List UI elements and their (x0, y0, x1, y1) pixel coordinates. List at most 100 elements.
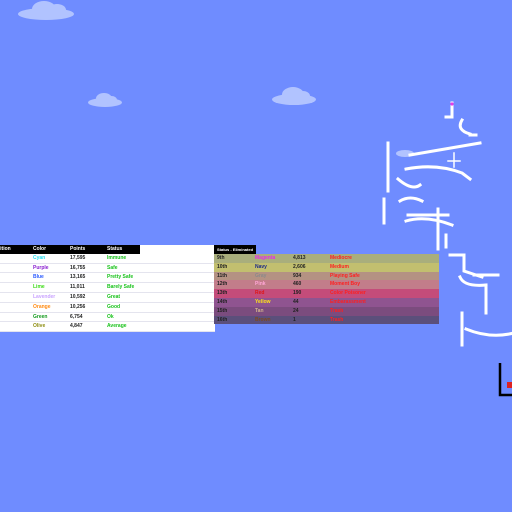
position-cell: 3rd (0, 272, 30, 284)
status-cell: Average (104, 321, 140, 333)
eliminated-row: 13th Red 190 Color Poisoner (214, 289, 439, 298)
row-spacer (140, 292, 215, 303)
track-segment (460, 311, 512, 347)
status-cell: Color Poisoner (330, 290, 366, 297)
row-spacer (140, 282, 215, 293)
color-name-cell: Gray (255, 272, 267, 279)
row-spacer (140, 302, 215, 313)
position-cell: 2nd (0, 263, 30, 274)
cloud (18, 1, 74, 20)
marble-track (382, 101, 512, 397)
status-cell: Ok (104, 312, 140, 323)
color-name-cell: Lavender (30, 292, 67, 303)
eliminated-row: 14th Yellow 44 Embarassment (214, 297, 439, 307)
color-name-cell: Brown (255, 316, 271, 323)
status-cell: Moment Boy (330, 281, 360, 288)
track-segment (406, 207, 450, 251)
points-cell: 11,011 (67, 282, 104, 293)
cloud (88, 93, 122, 107)
position-cell: 4th (0, 282, 30, 293)
position-cell: 10th (217, 263, 228, 270)
position-cell: 9th (217, 255, 225, 261)
color-name-cell: Lime (30, 282, 67, 293)
track-segment (447, 152, 461, 168)
track-segment (386, 141, 423, 193)
leaderboard-header-row: Position Color Points Status (0, 245, 215, 254)
row-spacer (140, 253, 215, 264)
position-cell: 8th (0, 321, 30, 333)
color-name-cell: Olive (30, 321, 67, 333)
position-cell: 5th (0, 292, 30, 303)
points-cell: 24 (293, 307, 299, 314)
position-cell: 13th (217, 290, 228, 297)
header-spacer (140, 245, 215, 254)
position-cell: 15th (217, 307, 228, 314)
row-spacer (140, 312, 215, 323)
status-cell: Pretty Safe (104, 272, 140, 284)
color-name-cell: Green (30, 312, 67, 323)
cloud (396, 150, 414, 157)
track-segment (458, 275, 488, 315)
color-name-cell: Yellow (255, 298, 271, 305)
color-name-cell: Magenta (255, 255, 276, 261)
status-cell: Embarassment (330, 298, 366, 305)
points-cell: 13,165 (67, 272, 104, 284)
points-cell: 10,592 (67, 292, 104, 303)
position-cell: 1st (0, 253, 30, 264)
position-cell: 11th (217, 272, 228, 279)
row-spacer (140, 321, 215, 333)
points-cell: 2,606 (293, 263, 306, 270)
status-cell: Mediocre (330, 255, 352, 261)
points-cell: 4,813 (293, 255, 306, 261)
points-cell: 16,755 (67, 263, 104, 274)
marble-red (507, 382, 512, 388)
track-segment (444, 233, 500, 279)
track-segment (444, 101, 454, 119)
eliminated-row: 12th Pink 460 Moment Boy (214, 280, 439, 290)
status-cell: Playing Safe (330, 272, 360, 279)
points-cell: 44 (293, 298, 299, 305)
leaderboard-safe: Position Color Points Status 1stCyan17,5… (0, 245, 215, 333)
eliminated-caption: Status - Eliminated (214, 245, 257, 254)
position-cell: 16th (217, 316, 228, 323)
color-name-cell: Purple (30, 263, 67, 274)
marble (450, 102, 454, 106)
eliminated-row: 15th Tan 24 Trash (214, 306, 439, 316)
points-cell: 6,754 (67, 312, 104, 323)
status-cell: Medium (330, 263, 349, 270)
track-segment (382, 196, 454, 227)
position-cell: 14th (217, 298, 228, 305)
status-cell: Trash (330, 316, 344, 323)
color-name-cell: Cyan (30, 253, 67, 264)
color-name-cell: Tan (255, 307, 264, 314)
color-name-cell: Red (255, 290, 265, 297)
header-position: Position (0, 245, 30, 254)
eliminated-row: 9th Magenta 4,813 Mediocre (214, 254, 439, 263)
points-cell: 460 (293, 281, 302, 288)
cloud (272, 87, 316, 105)
track-segment (404, 141, 482, 182)
points-cell: 190 (293, 290, 302, 297)
status-cell: Safe (104, 263, 140, 274)
header-status: Status (104, 245, 140, 254)
position-cell: 12th (217, 281, 228, 288)
points-cell: 1 (293, 316, 296, 323)
status-cell: Immune (104, 253, 140, 264)
leaderboard-table: Position Color Points Status 1stCyan17,5… (0, 245, 215, 333)
header-color: Color (30, 245, 67, 254)
status-cell: Trash (330, 307, 344, 314)
row-spacer (140, 263, 215, 274)
leaderboard-eliminated: Status - Eliminated 9th Magenta 4,813 Medio… (214, 245, 439, 325)
color-name-cell: Pink (255, 281, 266, 288)
